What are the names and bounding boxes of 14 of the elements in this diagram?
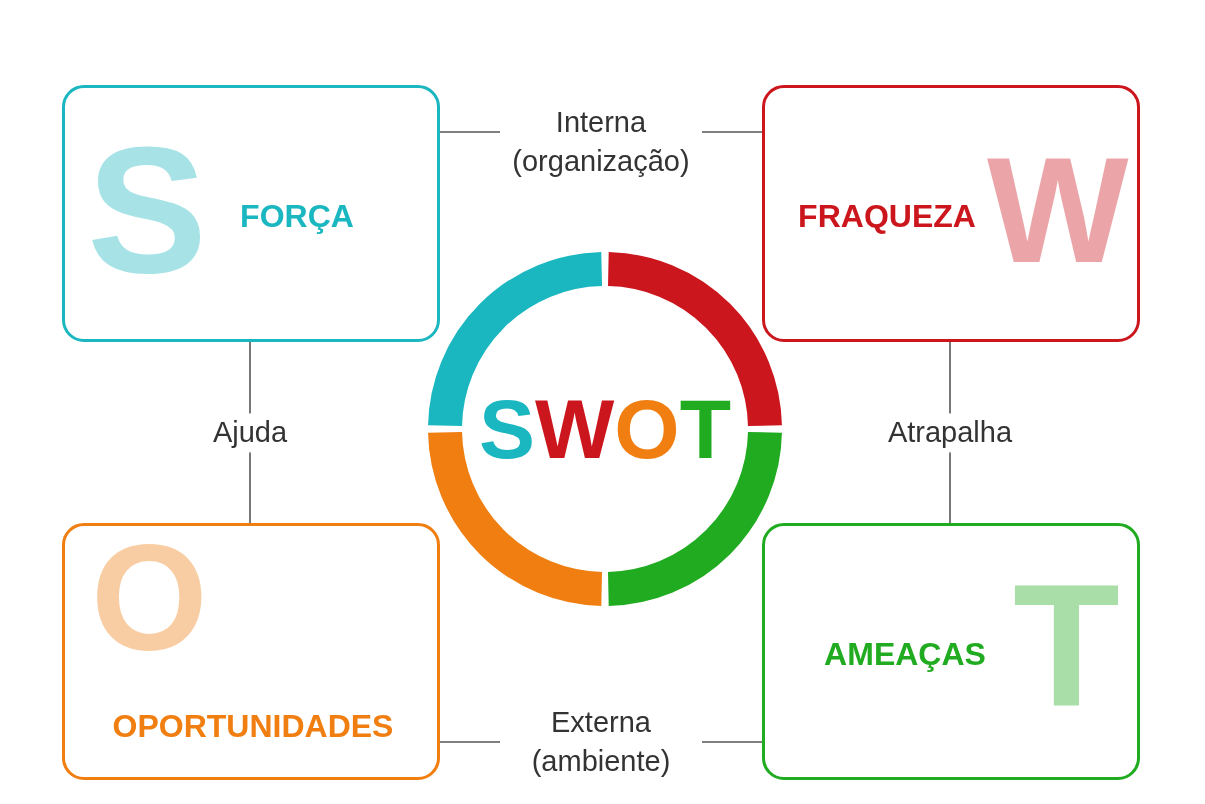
quadrant-title: OPORTUNIDADES <box>112 707 394 745</box>
quadrant-card <box>762 85 1140 342</box>
quadrant-card <box>62 523 440 780</box>
watermark-letter: O <box>91 538 208 658</box>
quadrant-title: AMEAÇAS <box>824 635 986 673</box>
watermark-letter: S <box>87 138 208 282</box>
quadrant-card <box>762 523 1140 780</box>
quadrant-title: FRAQUEZA <box>798 197 976 235</box>
watermark-letter: W <box>987 150 1129 270</box>
quadrant-card <box>62 85 440 342</box>
ring-diagram <box>428 252 782 606</box>
watermark-letter: T <box>1013 576 1120 716</box>
center-title: SWOT <box>479 380 731 478</box>
quadrant-title: FORÇA <box>240 197 354 235</box>
